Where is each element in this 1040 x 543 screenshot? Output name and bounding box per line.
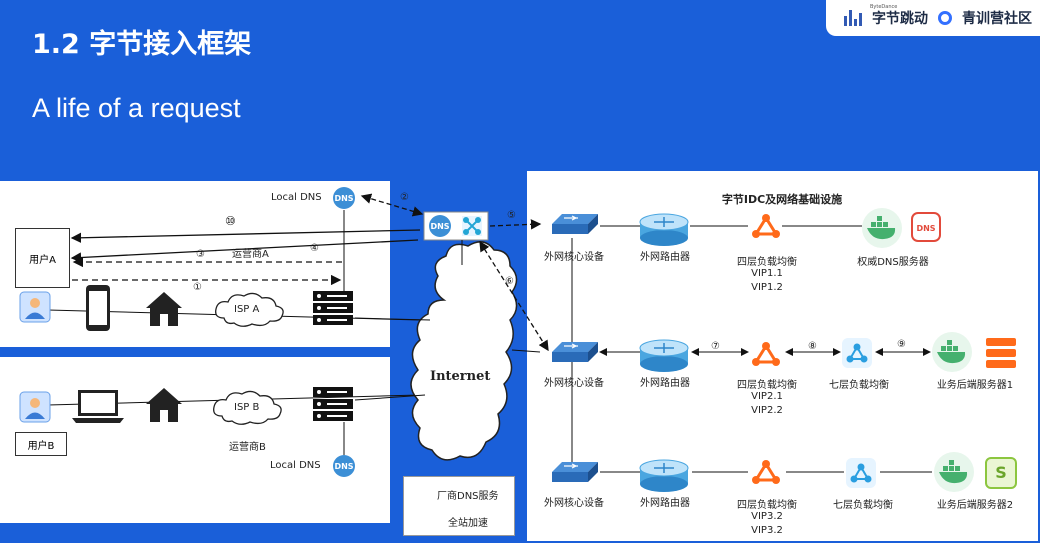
watermark: @稀土掘金技术社区 bbox=[904, 514, 1022, 529]
operator-b-label: 运营商B bbox=[229, 442, 266, 453]
logo-brand-camp: 青训营社区 bbox=[962, 11, 1032, 27]
qingxunying-logo-icon bbox=[938, 11, 952, 25]
isp-a-label: ISP A bbox=[234, 304, 260, 315]
row1-end-label: 权威DNS服务器 bbox=[857, 257, 929, 268]
local-dns-bottom-label: Local DNS bbox=[270, 460, 321, 471]
step-8-label: ⑧ bbox=[808, 341, 817, 352]
row3-core-label: 外网核心设备 bbox=[544, 498, 604, 509]
row2-l7-label: 七层负载均衡 bbox=[829, 380, 889, 391]
user-a-box: 用户A bbox=[15, 228, 70, 288]
local-dns-top-label: Local DNS bbox=[271, 192, 322, 203]
user-a-label: 用户A bbox=[29, 254, 56, 266]
row2-end-label: 业务后端服务器1 bbox=[936, 380, 1014, 391]
panel-idc bbox=[527, 171, 1038, 541]
step-3-label: ③ bbox=[196, 249, 205, 260]
internet-cloud-icon bbox=[410, 241, 518, 461]
row3-l7-label: 七层负载均衡 bbox=[833, 500, 893, 511]
row2-vip2: VIP2.2 bbox=[751, 405, 783, 416]
legend-acceleration-label: 全站加速 bbox=[448, 518, 488, 529]
row3-vip2: VIP3.2 bbox=[751, 525, 783, 536]
brand-logo: ByteDance 字节跳动 青训营社区 bbox=[826, 0, 1040, 36]
user-b-box: 用户B bbox=[15, 432, 67, 456]
isp-b-label: ISP B bbox=[234, 402, 260, 413]
legend: 厂商DNS服务 全站加速 bbox=[403, 476, 515, 536]
row1-core-label: 外网核心设备 bbox=[544, 252, 604, 263]
bytedance-logo-icon bbox=[844, 10, 862, 26]
logo-brand-bytedance: 字节跳动 bbox=[872, 11, 928, 27]
step-5-label: ⑤ bbox=[507, 210, 516, 221]
row1-router-label: 外网路由器 bbox=[640, 252, 690, 263]
row2-vip1: VIP2.1 bbox=[751, 391, 783, 402]
step-7-label: ⑦ bbox=[711, 341, 720, 352]
internet-label: Internet bbox=[430, 369, 491, 384]
row2-core-label: 外网核心设备 bbox=[544, 378, 604, 389]
row3-end-label: 业务后端服务器2 bbox=[936, 500, 1014, 511]
logo-small-text: ByteDance bbox=[870, 4, 898, 10]
legend-dns-label: 厂商DNS服务 bbox=[437, 491, 499, 502]
row1-l4-label: 四层负载均衡 bbox=[737, 257, 797, 268]
row3-router-label: 外网路由器 bbox=[640, 498, 690, 509]
step-1-label: ① bbox=[193, 282, 202, 293]
idc-title: 字节IDC及网络基础设施 bbox=[721, 193, 843, 206]
row2-router-label: 外网路由器 bbox=[640, 378, 690, 389]
row3-vip1: VIP3.2 bbox=[751, 511, 783, 522]
row1-vip1: VIP1.1 bbox=[751, 268, 783, 279]
step-4-label: ④ bbox=[310, 243, 319, 254]
page-title: 1.2 字节接入框架 bbox=[32, 29, 252, 60]
row2-l4-label: 四层负载均衡 bbox=[737, 380, 797, 391]
row3-l4-label: 四层负载均衡 bbox=[737, 500, 797, 511]
step-6-label: ⑥ bbox=[505, 276, 514, 287]
vendor-dns-icon bbox=[429, 215, 451, 237]
user-b-label: 用户B bbox=[27, 440, 55, 452]
step-9-label: ⑨ bbox=[897, 339, 906, 350]
step-10-label: ⑩ bbox=[225, 214, 236, 228]
page-subtitle: A life of a request bbox=[32, 93, 241, 123]
step-2-label: ② bbox=[400, 192, 409, 203]
cdn-dns-device bbox=[423, 211, 489, 241]
acceleration-icon bbox=[461, 215, 483, 237]
operator-a-label: 运营商A bbox=[232, 249, 269, 260]
row1-vip2: VIP1.2 bbox=[751, 282, 783, 293]
